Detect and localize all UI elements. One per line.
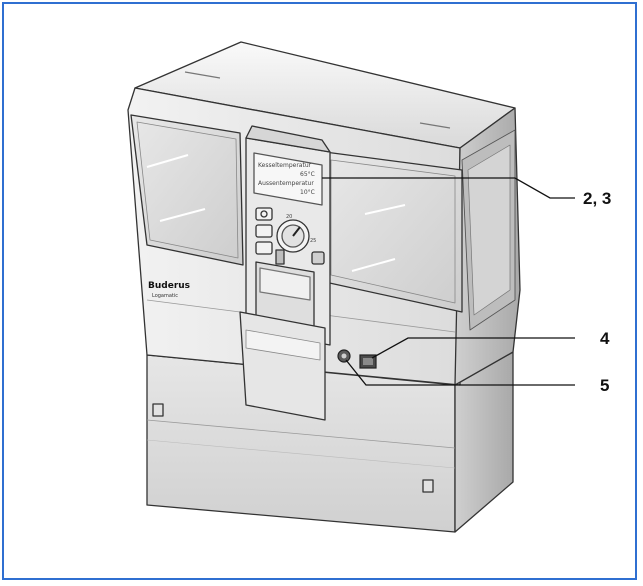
callout-label-5: 5 — [600, 376, 609, 395]
brand-logo: Buderus — [148, 281, 190, 291]
sun-mode-button[interactable] — [255, 207, 273, 221]
base-screw-left — [152, 403, 164, 417]
display-line-4: 10°C — [300, 189, 315, 196]
figure-frame — [2, 2, 637, 580]
model-name: Logamatic — [152, 293, 178, 299]
lower-housing — [146, 351, 514, 533]
dial-mark-20: 20 — [286, 214, 292, 220]
control-module: Kesseltemperatur 65°C Aussentemperatur 1… — [239, 125, 331, 421]
aut-mode-button[interactable] — [255, 224, 273, 238]
leader-4 — [371, 337, 575, 359]
service-button[interactable] — [311, 251, 325, 265]
display-line-1: Kesseltemperatur — [258, 162, 312, 169]
display-screen — [253, 152, 323, 206]
callout-leaders — [322, 177, 575, 386]
display-line-3: Aussentemperatur — [258, 180, 314, 187]
callout-label-4: 4 — [600, 329, 610, 348]
leader-5 — [345, 359, 575, 386]
base-screw-right — [422, 479, 434, 493]
front-housing — [127, 87, 521, 386]
switch-fuse-area — [337, 349, 377, 369]
dial-mark-25: 25 — [310, 238, 316, 244]
moon-mode-button[interactable] — [255, 241, 273, 255]
display-line-2: 65°C — [300, 171, 315, 178]
leader-2-3 — [322, 177, 575, 199]
sun-icon — [260, 210, 268, 218]
tab-latch — [275, 249, 285, 265]
callout-label-2-3: 2, 3 — [583, 189, 611, 208]
